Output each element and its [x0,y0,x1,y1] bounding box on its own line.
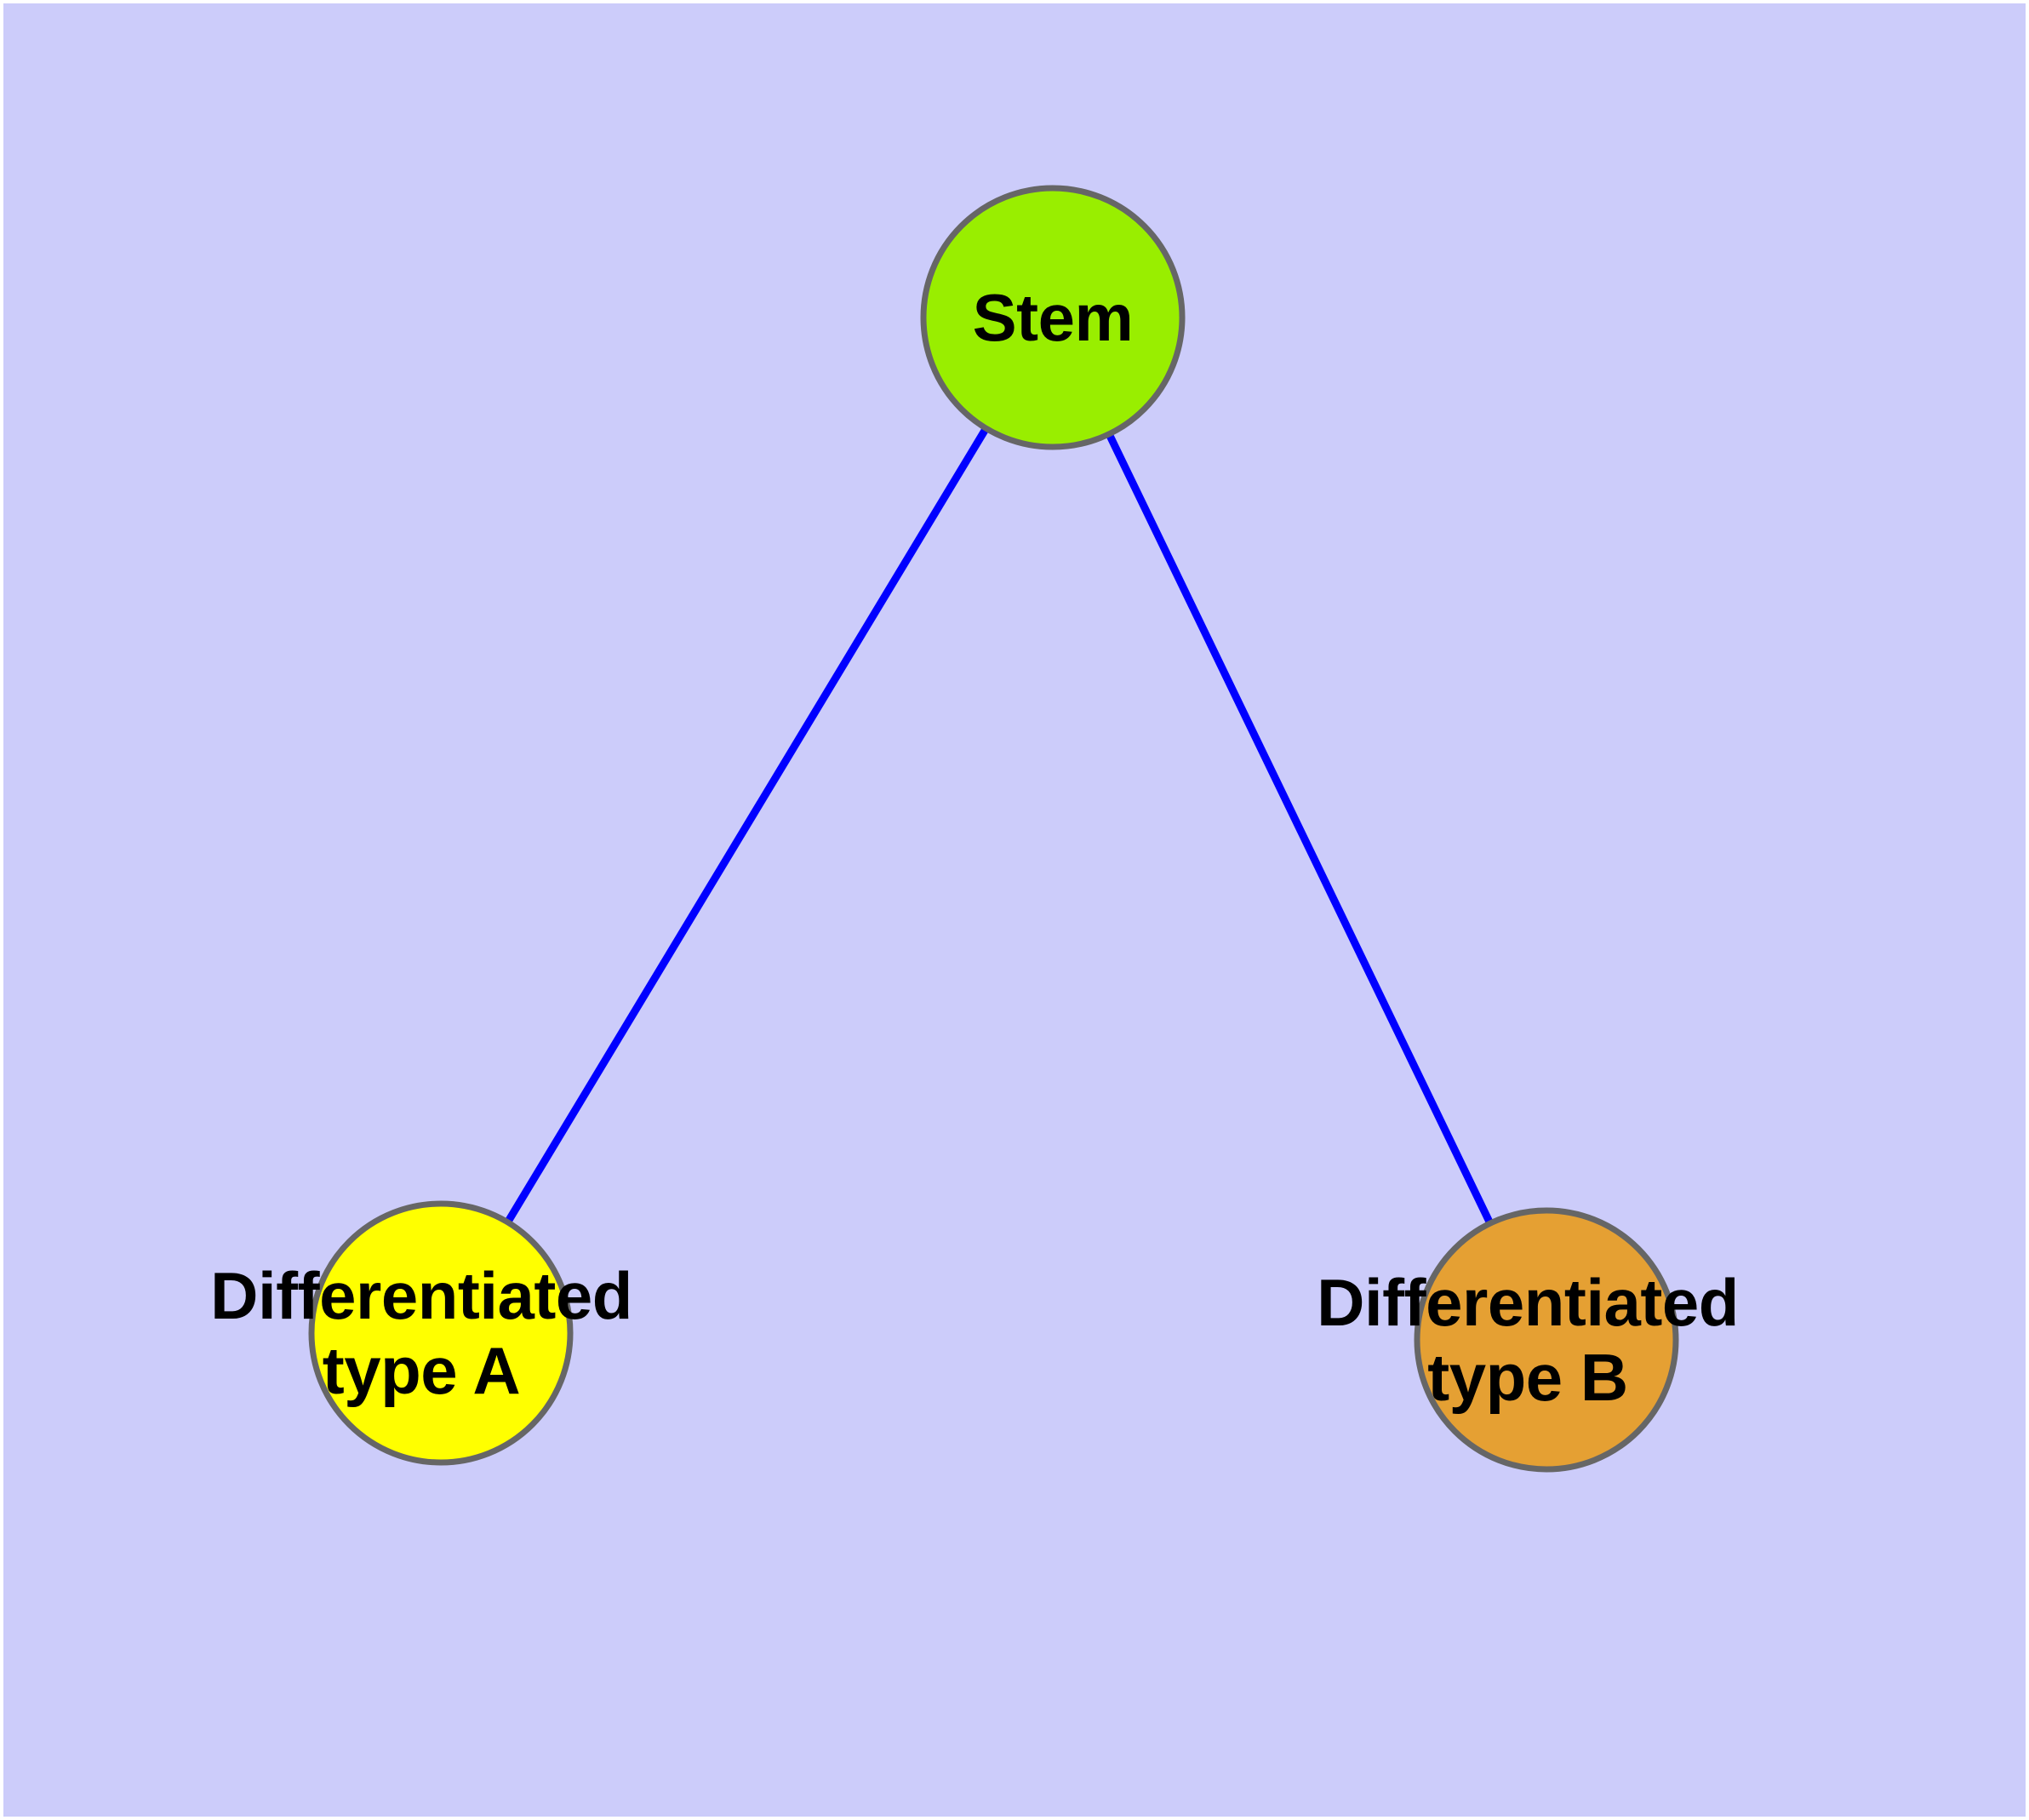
differentiated-type-a-node[interactable] [308,1200,574,1466]
edge-stem-to-differentiated-type-a[interactable] [503,425,991,1226]
edge-stem-to-differentiated-type-b[interactable] [1105,431,1495,1227]
node-layer [308,185,1679,1473]
differentiated-type-b-node[interactable] [1414,1207,1679,1473]
stem-node[interactable] [920,185,1186,450]
edge-layer [503,425,1495,1227]
